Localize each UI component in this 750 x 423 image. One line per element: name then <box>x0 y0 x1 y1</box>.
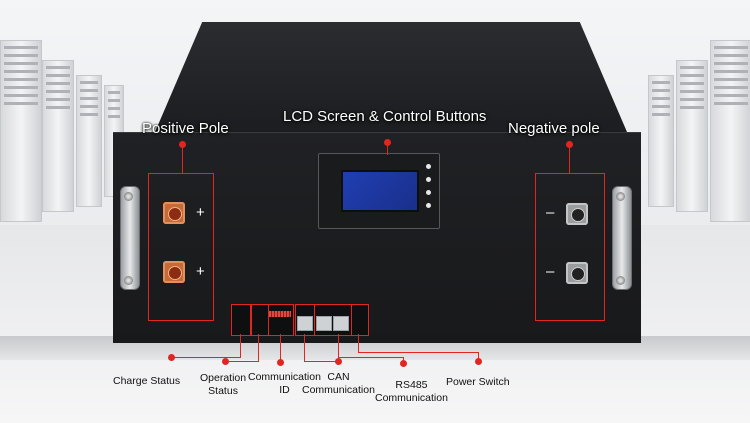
communication-id-marker <box>277 359 284 366</box>
operation-status-leader <box>226 361 259 362</box>
operation-status-marker <box>222 358 229 365</box>
lcd-label: LCD Screen & Control Buttons <box>283 108 487 125</box>
negative-terminal <box>566 203 588 225</box>
server-rack <box>648 75 674 207</box>
can-leader <box>304 361 338 362</box>
positive-sign: + <box>196 263 205 280</box>
positive-pole-highlight <box>148 173 214 321</box>
control-button[interactable] <box>426 203 431 208</box>
power-switch-leader <box>478 352 479 359</box>
charge-status-leader <box>172 357 241 358</box>
communication-id-switch[interactable] <box>268 304 294 336</box>
power-switch-leader <box>358 352 478 353</box>
communication-id-leader <box>280 334 281 362</box>
negative-terminal <box>566 262 588 284</box>
rs485-leader <box>338 357 403 358</box>
rs485-highlight <box>314 304 352 336</box>
rs485-port[interactable] <box>333 316 349 331</box>
lcd-marker <box>384 139 391 146</box>
server-rack <box>0 40 42 222</box>
screw-icon <box>616 192 625 201</box>
operation-status-leader <box>258 334 259 362</box>
left-handle <box>120 186 140 290</box>
positive-pole-marker <box>179 141 186 148</box>
charge-status-highlight <box>231 304 251 336</box>
server-rack <box>42 60 74 212</box>
negative-pole-label: Negative pole <box>508 120 600 137</box>
control-button[interactable] <box>426 190 431 195</box>
dip-switch[interactable] <box>269 311 291 317</box>
can-marker <box>335 358 342 365</box>
can-leader <box>304 334 305 362</box>
negative-sign: – <box>546 263 555 280</box>
charge-status-label: Charge Status <box>113 375 181 387</box>
lcd-screen <box>341 170 419 212</box>
server-rack <box>710 40 750 222</box>
power-switch-highlight <box>351 304 369 336</box>
screw-icon <box>124 192 133 201</box>
control-button[interactable] <box>426 177 431 182</box>
positive-pole-leader <box>182 147 183 173</box>
can-highlight <box>295 304 315 336</box>
negative-pole-marker <box>566 141 573 148</box>
charge-status-leader <box>240 334 241 358</box>
screw-icon <box>616 276 625 285</box>
battery-top-panel <box>155 22 627 132</box>
server-rack <box>676 60 708 212</box>
negative-pole-leader <box>569 147 570 173</box>
lcd-highlight <box>318 153 438 227</box>
charge-status-marker <box>168 354 175 361</box>
power-switch-label: Power Switch <box>446 376 510 388</box>
communication-id-highlight <box>268 304 294 336</box>
positive-terminal <box>163 261 185 283</box>
rs485-port[interactable] <box>316 316 332 331</box>
power-switch-leader <box>358 334 359 353</box>
negative-pole-highlight <box>535 173 605 321</box>
operation-status-highlight <box>251 304 269 336</box>
negative-sign: – <box>546 204 555 221</box>
rs485-leader <box>403 357 404 362</box>
screw-icon <box>124 276 133 285</box>
control-button[interactable] <box>426 164 431 169</box>
positive-sign: + <box>196 204 205 221</box>
rs485-marker <box>400 360 407 367</box>
server-rack <box>76 75 102 207</box>
rs485-leader <box>338 334 339 358</box>
positive-terminal <box>163 202 185 224</box>
lcd-leader <box>387 145 388 155</box>
can-port[interactable] <box>297 316 313 331</box>
positive-pole-label: Positive Pole <box>142 120 229 137</box>
power-switch-marker <box>475 358 482 365</box>
right-handle <box>612 186 632 290</box>
